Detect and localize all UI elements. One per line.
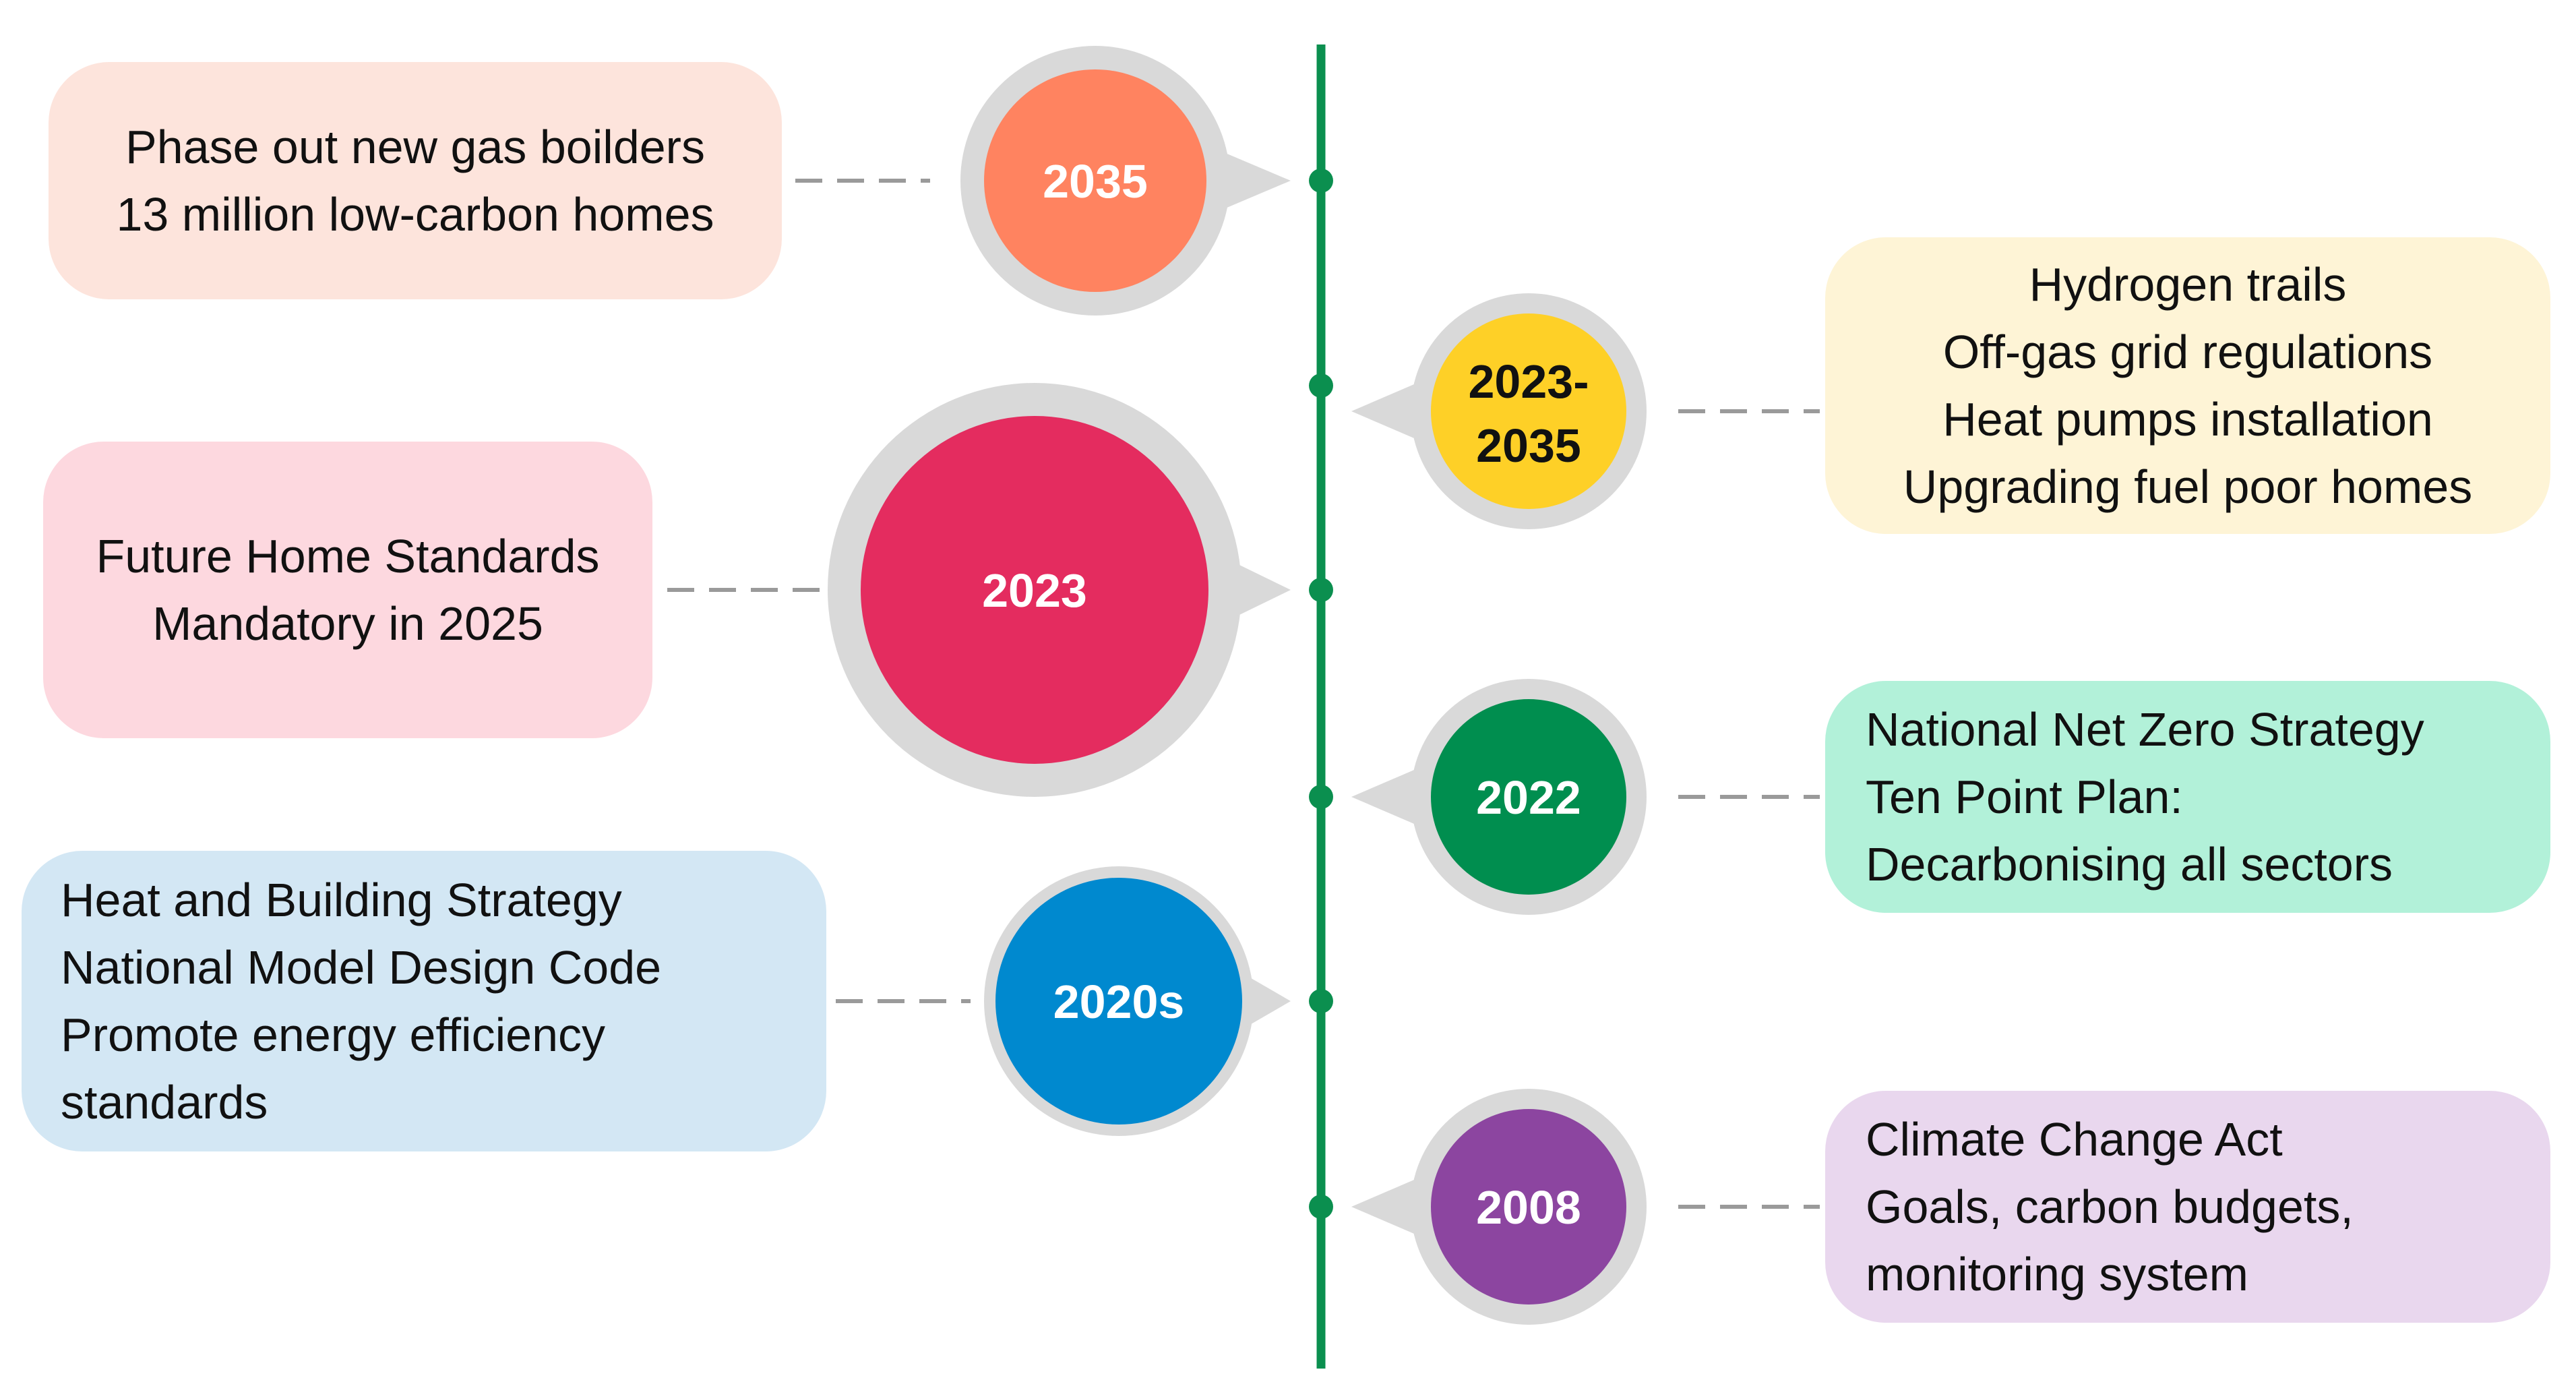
event-2035-dot: [1309, 169, 1333, 193]
event-2022-line: National Net Zero Strategy: [1866, 703, 2424, 756]
event-2008-pointer: [1351, 1170, 1438, 1244]
event-2023-circle: [861, 416, 1208, 764]
event-2023-pointer: [1215, 553, 1291, 627]
event-2008-bubble: 2008: [1351, 1089, 1647, 1325]
event-2023-2035-year-label: 2023- 2035: [1468, 355, 1589, 472]
event-2008-year-label: 2008: [1476, 1181, 1581, 1234]
event-2023-2035-line: Hydrogen trails: [2029, 258, 2347, 311]
event-2022-pointer: [1351, 760, 1438, 834]
event-2023-year-label: 2023: [982, 564, 1087, 617]
event-2023-2035-dot: [1309, 373, 1333, 398]
event-2023-2035-line: Upgrading fuel poor homes: [1903, 460, 2473, 513]
event-2022-circle: [1431, 699, 1626, 895]
event-2008-line: Goals, carbon budgets,: [1866, 1180, 2354, 1233]
event-2023-2035-circle: [1431, 313, 1626, 509]
event-2023-dot: [1309, 578, 1333, 602]
event-2020s-line: Promote energy efficiency: [61, 1009, 606, 1061]
event-2020s-line: standards: [61, 1076, 268, 1129]
event-2023-bubble: 2023: [828, 383, 1291, 797]
event-2020s-dot: [1309, 989, 1333, 1013]
event-2020s-line: National Model Design Code: [61, 941, 662, 994]
event-2022-year-label: 2022: [1476, 771, 1581, 824]
event-2023-2035-bubble: 2023- 2035: [1351, 293, 1647, 529]
event-2008-dot: [1309, 1195, 1333, 1219]
event-2008-line: Climate Change Act: [1866, 1113, 2283, 1166]
event-2020s-bubble: 2020s: [984, 866, 1291, 1136]
event-2035-bubble: 2035: [960, 46, 1291, 316]
event-2022-dot: [1309, 785, 1333, 809]
event-2035-pointer: [1203, 144, 1291, 218]
event-2008-line: monitoring system: [1866, 1248, 2248, 1300]
event-2023-2035-year-line: 2035: [1476, 419, 1581, 472]
event-2023-2035-year-line: 2023-: [1468, 355, 1589, 408]
event-2020s-line: Heat and Building Strategy: [61, 874, 622, 926]
event-2020s-circle: [995, 878, 1242, 1125]
event-2020s-pointer: [1227, 964, 1291, 1038]
event-2035-circle: [984, 69, 1206, 292]
event-2023-2035-line: Off-gas grid regulations: [1942, 326, 2433, 378]
event-2023-2035-line: Heat pumps installation: [1942, 393, 2433, 446]
event-2022-bubble: 2022: [1351, 679, 1647, 915]
event-2008-circle: [1431, 1109, 1626, 1305]
event-2023-line: Future Home Standards: [96, 530, 600, 582]
event-2022-line: Ten Point Plan:: [1866, 771, 2183, 823]
event-2035-year-label: 2035: [1043, 155, 1148, 208]
event-2022-line: Decarbonising all sectors: [1866, 838, 2393, 891]
event-2023-2035-pointer: [1351, 374, 1438, 448]
event-2035-line: 13 million low-carbon homes: [116, 188, 714, 241]
event-2035-description: Phase out new gas boilders 13 million low…: [49, 62, 782, 299]
event-2023-line: Mandatory in 2025: [152, 597, 543, 650]
event-2035-line: Phase out new gas boilders: [125, 121, 705, 173]
event-2020s-year-label: 2020s: [1053, 976, 1185, 1028]
